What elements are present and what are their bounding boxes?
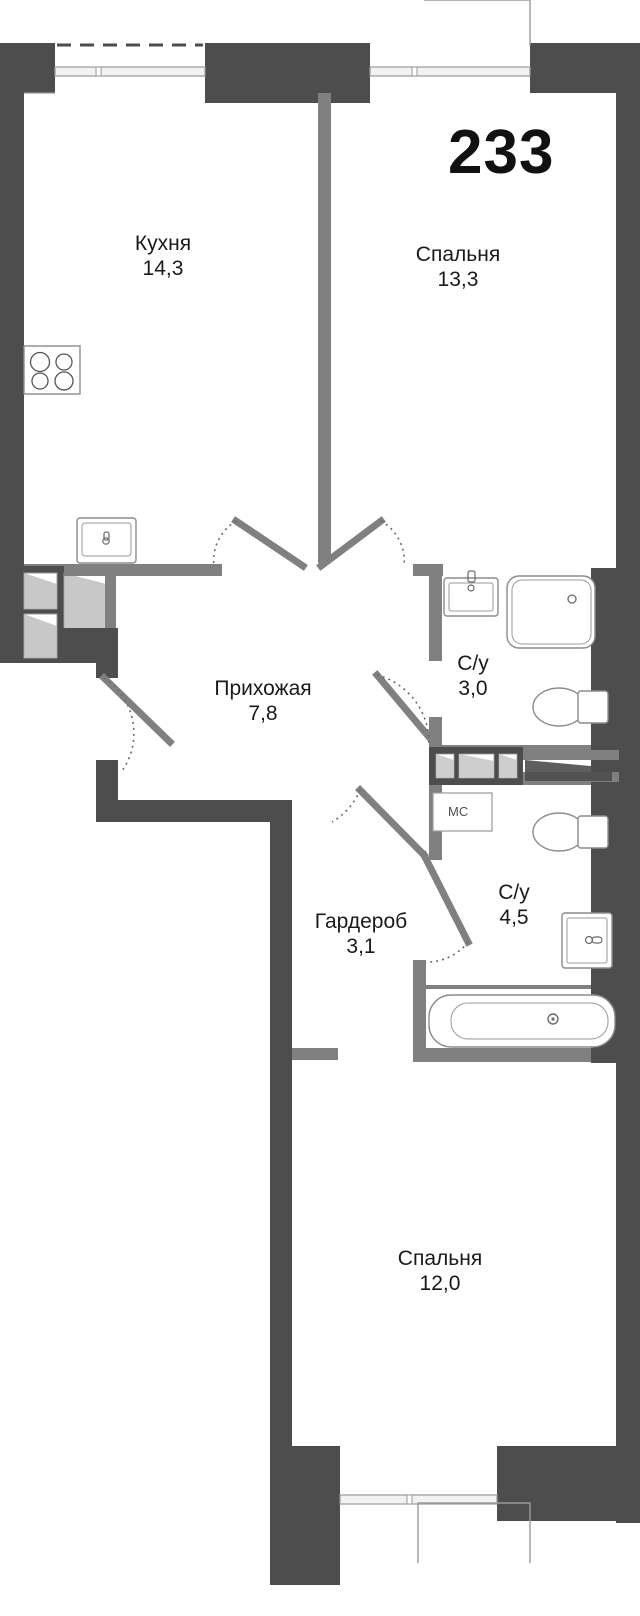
room-name: Спальня xyxy=(415,243,501,266)
room-label-kitchen: Кухня 14,3 xyxy=(135,232,191,282)
room-name: Кухня xyxy=(134,232,192,255)
door-arcs xyxy=(103,520,469,963)
room-area: 14,3 xyxy=(142,256,184,280)
room-area: 4,5 xyxy=(499,905,529,929)
room-area: 3,1 xyxy=(346,934,376,958)
bathroom-sink-icon-1 xyxy=(443,570,499,617)
room-label-bathroom-1: С/у 3,0 xyxy=(457,652,489,702)
utility-shafts xyxy=(15,566,118,678)
room-name: С/у xyxy=(498,881,530,904)
kitchen-sink-icon xyxy=(76,517,137,564)
room-area: 7,8 xyxy=(248,701,278,725)
room-area: 12,0 xyxy=(419,1271,461,1295)
room-area: 13,3 xyxy=(437,267,479,291)
room-label-bathroom-2: С/у 4,5 xyxy=(498,881,530,931)
stove-icon xyxy=(23,345,81,395)
toilet-icon-1 xyxy=(532,687,609,727)
doors xyxy=(99,516,473,947)
toilet-icon-2 xyxy=(532,812,609,852)
window-kitchen xyxy=(54,43,206,77)
washing-machine-label: МС xyxy=(448,804,469,819)
room-name: Прихожая xyxy=(214,677,312,700)
bathroom-sink-icon-2 xyxy=(561,912,613,969)
bathtub-icon xyxy=(428,994,616,1048)
room-label-hallway: Прихожая 7,8 xyxy=(214,677,311,727)
window-bedroom2 xyxy=(339,1446,531,1563)
room-label-bedroom-2: Спальня 12,0 xyxy=(398,1247,482,1297)
structural-partitions xyxy=(96,568,620,1585)
shower-tray-icon xyxy=(506,575,596,649)
room-label-bedroom-1: Спальня 13,3 xyxy=(416,243,500,293)
window-bedroom1 xyxy=(369,0,531,77)
room-name: Спальня xyxy=(397,1247,483,1270)
washing-machine-niche xyxy=(429,747,619,832)
room-name: С/у xyxy=(457,652,489,675)
apartment-number: 233 xyxy=(448,118,555,187)
room-area: 3,0 xyxy=(458,676,488,700)
exterior-walls xyxy=(0,43,640,1523)
room-name: Гардероб xyxy=(314,910,408,933)
room-label-wardrobe: Гардероб 3,1 xyxy=(315,910,407,960)
